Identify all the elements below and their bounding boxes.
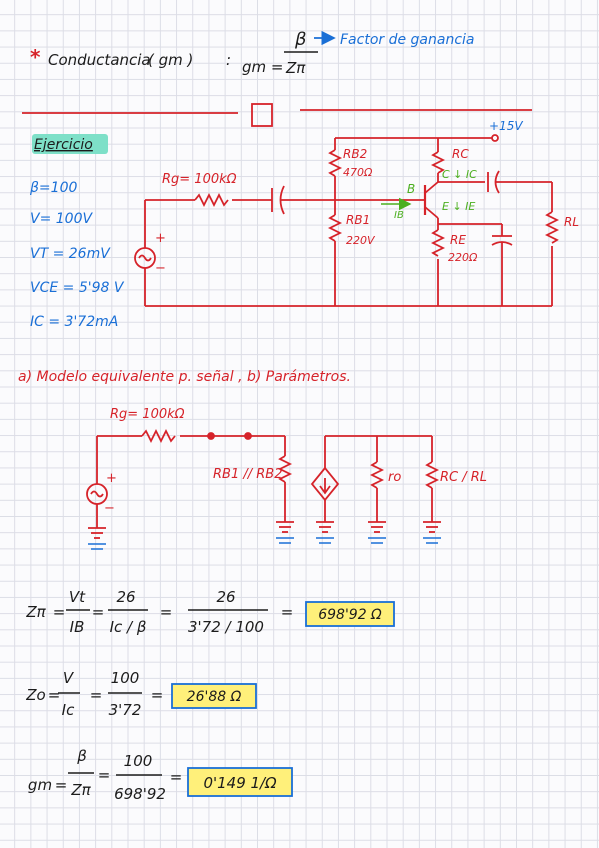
gm-result: 0'149 1/Ω bbox=[203, 774, 277, 792]
zpi-denominator: Zπ bbox=[285, 59, 306, 77]
gm-lhs: gm bbox=[28, 776, 52, 794]
circuit-1 bbox=[134, 134, 560, 307]
separator-box bbox=[251, 103, 273, 127]
svg-text:=: = bbox=[55, 776, 68, 794]
svg-text:=: = bbox=[98, 766, 111, 784]
zpi-f1-num: Vt bbox=[69, 588, 86, 606]
zpi-result-box bbox=[305, 601, 395, 627]
asterisk: * bbox=[30, 45, 41, 69]
zpi-f3-den: 3'72 / 100 bbox=[188, 618, 264, 636]
rb2-resistor bbox=[327, 149, 343, 177]
rb1-value: 220V bbox=[346, 234, 376, 247]
gm-symbol: ( gm ) bbox=[148, 51, 193, 69]
header-title: Conductancia bbox=[48, 51, 151, 69]
rg-resistor bbox=[194, 192, 229, 208]
rc-rl-resistor bbox=[424, 461, 440, 489]
re-value: 220Ω bbox=[448, 251, 478, 264]
rb-parallel-resistor bbox=[277, 455, 293, 483]
svg-text:=: = bbox=[90, 686, 103, 704]
rg-label: Rg= 100kΩ bbox=[162, 172, 237, 187]
zpi-f2-num: 26 bbox=[116, 588, 135, 606]
ro-resistor bbox=[369, 461, 385, 489]
rb-parallel-label: RB1 // RB2 bbox=[213, 467, 282, 482]
svg-text:=: = bbox=[281, 603, 294, 621]
svg-text:=: = bbox=[48, 686, 61, 704]
rl-label: RL bbox=[564, 215, 579, 229]
re-resistor bbox=[430, 229, 446, 257]
zo-f2-num: 100 bbox=[111, 669, 140, 687]
svg-text:=: = bbox=[53, 603, 66, 621]
given-ic: IC = 3'72mA bbox=[30, 314, 118, 330]
zpi-f1-den: IB bbox=[70, 618, 85, 636]
zpi-f3-num: 26 bbox=[216, 588, 235, 606]
ic-label: C ↓ IC bbox=[442, 168, 477, 181]
rc-resistor bbox=[430, 151, 446, 174]
re-label: RE bbox=[450, 233, 466, 247]
source-minus: − bbox=[155, 261, 166, 276]
givens-list: β=100 V= 100V VT = 26mV VCE = 5'98 V IC … bbox=[29, 180, 125, 330]
eq-gm: gm = β Zπ = 100 698'92 = bbox=[28, 747, 182, 803]
given-vt: VT = 26mV bbox=[30, 246, 111, 262]
gm-result-box bbox=[187, 767, 293, 797]
rg-2-resistor bbox=[141, 428, 176, 444]
rg-2-label: Rg= 100kΩ bbox=[110, 407, 185, 422]
gm-f2-den: 698'92 bbox=[114, 785, 166, 803]
zpi-f2-den: Ic / β bbox=[110, 618, 147, 636]
vcc-terminal bbox=[491, 134, 499, 142]
circuit-2 bbox=[86, 428, 441, 539]
gm-f1-num: β bbox=[76, 747, 87, 765]
source-plus: + bbox=[155, 231, 166, 246]
given-vce: VCE = 5'98 V bbox=[30, 280, 125, 296]
svg-text:=: = bbox=[151, 686, 164, 704]
rb2-label: RB2 bbox=[343, 147, 367, 161]
eq-zpi: Zπ = Vt IB = 26 Ic / β = 26 3'72 / 100 = bbox=[25, 588, 293, 636]
zo-f2-den: 3'72 bbox=[109, 701, 142, 719]
gm-f2-num: 100 bbox=[124, 752, 153, 770]
given-v: V= 100V bbox=[30, 211, 93, 227]
zo-f1-num: V bbox=[63, 669, 75, 687]
gm-lhs: gm = bbox=[242, 58, 283, 76]
rc-rl-label: RC / RL bbox=[440, 470, 487, 485]
zo-result-box bbox=[171, 683, 257, 709]
eq-zo: Zo = V Ic = 100 3'72 = bbox=[25, 669, 163, 719]
zo-lhs: Zo bbox=[25, 686, 45, 704]
zo-result: 26'88 Ω bbox=[187, 689, 242, 705]
circuit-2-labels: Rg= 100kΩ RB1 // RB2 ro RC / RL + − bbox=[104, 407, 487, 516]
rb1-label: RB1 bbox=[346, 213, 370, 227]
circuit-1-labels: +15V Rg= 100kΩ RB2 470Ω RB1 220V RC C ↓ … bbox=[155, 119, 579, 276]
base-node-label: B bbox=[407, 182, 415, 196]
arrow-note: Factor de ganancia bbox=[340, 32, 475, 48]
svg-text:=: = bbox=[92, 603, 105, 621]
colon: : bbox=[226, 51, 231, 69]
svg-text:=: = bbox=[170, 768, 183, 786]
vcc-label: +15V bbox=[489, 119, 523, 133]
rl-resistor bbox=[544, 211, 560, 244]
ie-label: E ↓ IE bbox=[442, 200, 475, 213]
rb1-resistor bbox=[327, 214, 343, 242]
zpi-result: 698'92 Ω bbox=[318, 607, 382, 623]
rb2-value: 470Ω bbox=[343, 166, 373, 179]
svg-text:=: = bbox=[160, 603, 173, 621]
given-beta: β=100 bbox=[29, 180, 77, 196]
ground-marks bbox=[88, 537, 441, 550]
source-2-minus: − bbox=[104, 501, 115, 516]
ejercicio-title: Ejercicio bbox=[34, 137, 93, 153]
ejercicio-highlight bbox=[32, 134, 108, 154]
ib-label: IB bbox=[394, 210, 404, 221]
zpi-lhs: Zπ bbox=[25, 603, 46, 621]
section-heading: a) Modelo equivalente p. señal , b) Pará… bbox=[18, 369, 351, 385]
rc-label: RC bbox=[452, 147, 469, 161]
gm-f1-den: Zπ bbox=[70, 781, 91, 799]
beta-numerator: β bbox=[294, 29, 307, 50]
source-2-plus: + bbox=[106, 471, 117, 486]
zo-f1-den: Ic bbox=[62, 701, 75, 719]
ro-label: ro bbox=[388, 470, 401, 485]
